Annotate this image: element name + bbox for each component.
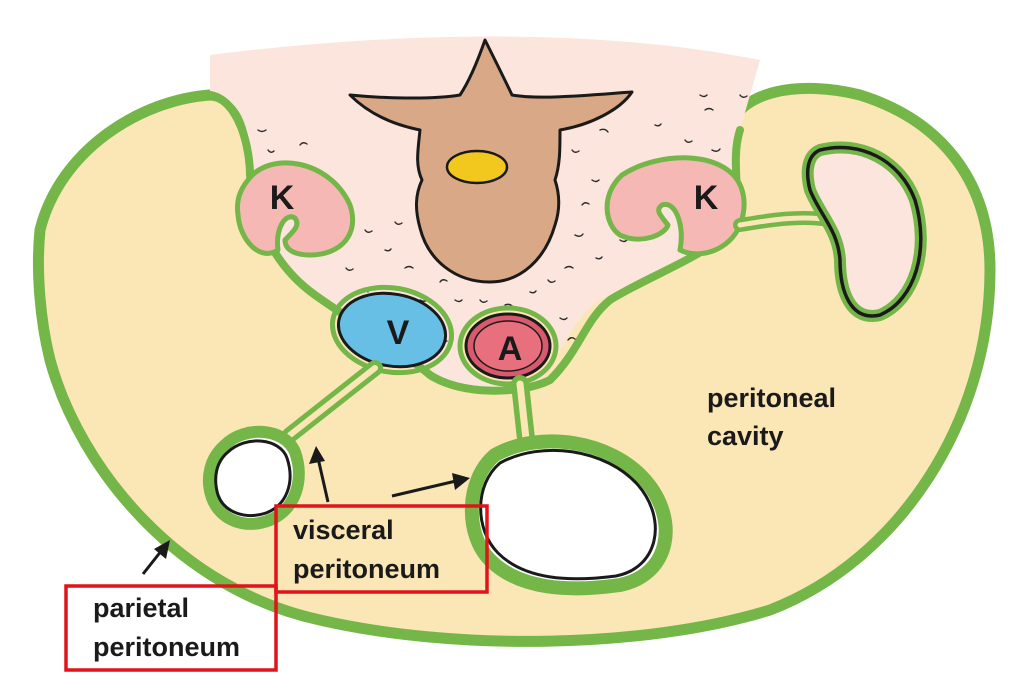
visceral-callout-box	[274, 504, 489, 594]
vein-label: V	[387, 314, 410, 352]
visceral-label-line1: visceral	[293, 515, 394, 545]
parietal-callout-box	[64, 584, 278, 672]
spinal-canal	[445, 149, 509, 185]
arrow-parietal	[141, 549, 164, 575]
vein	[336, 291, 448, 369]
bowel-right-wall	[806, 145, 923, 318]
kidney-right	[604, 155, 747, 257]
visceral-label-line2: peritoneum	[293, 554, 440, 584]
peritoneal-cavity-label-line2: cavity	[707, 421, 784, 451]
arrow-parietal-head	[154, 540, 170, 559]
arrow-visceral-right	[391, 479, 457, 498]
kidney-right-label: K	[694, 179, 719, 217]
arrow-visceral-left-head	[309, 446, 325, 464]
kidney-left	[235, 160, 356, 258]
artery-lumen	[473, 320, 543, 372]
peritoneal-cavity-label-line1: peritoneal	[707, 383, 836, 413]
artery-label: A	[498, 330, 523, 368]
kidney-left-label: K	[270, 179, 295, 217]
parietal-label-line2: peritoneum	[93, 632, 240, 662]
arrow-visceral-left	[316, 457, 330, 503]
parietal-label-line1: parietal	[93, 593, 189, 623]
mesentery-left-inner	[287, 365, 378, 438]
bowel-left-wall	[214, 439, 292, 518]
arrow-visceral-right-head	[452, 473, 470, 490]
vein-sheath	[329, 284, 455, 376]
arrows	[141, 446, 470, 575]
